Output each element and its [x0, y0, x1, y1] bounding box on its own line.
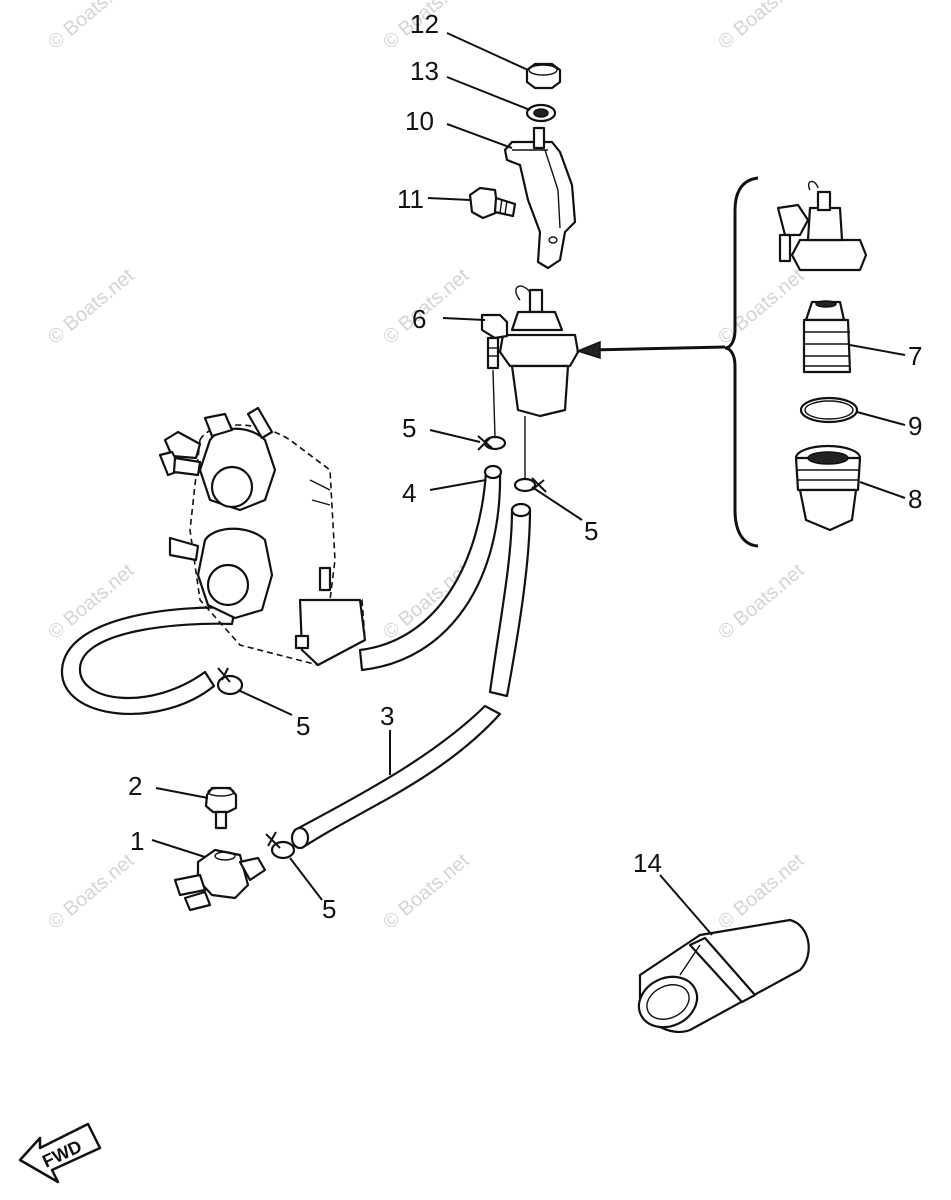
part-clip — [216, 667, 244, 696]
part-hose-joint — [290, 704, 502, 850]
callout-7: 7 — [908, 341, 922, 371]
callout-13: 13 — [410, 56, 439, 86]
watermarks: © Boats.net © Boats.net © Boats.net © Bo… — [44, 0, 809, 934]
callout-8: 8 — [908, 484, 922, 514]
callout-5a: 5 — [402, 413, 416, 443]
watermark: © Boats.net — [44, 264, 139, 348]
callout-6: 6 — [412, 304, 426, 334]
part-bolt — [468, 186, 517, 220]
callout-5c: 5 — [296, 711, 310, 741]
leader-lines — [151, 32, 906, 936]
inset-group — [575, 176, 759, 548]
callout-10: 10 — [405, 106, 434, 136]
part-fuel-filter — [480, 285, 580, 418]
callout-4: 4 — [402, 478, 416, 508]
part-hose-short — [488, 502, 532, 698]
part-carburetor — [158, 406, 367, 667]
part-filter-cup — [794, 444, 862, 532]
callout-5b: 5 — [584, 516, 598, 546]
watermark: © Boats.net — [714, 0, 809, 54]
callout-12: 12 — [410, 9, 439, 39]
part-filter-element — [802, 300, 852, 374]
callout-11: 11 — [397, 184, 424, 214]
part-small-bolt — [204, 786, 238, 830]
part-clip — [265, 831, 296, 860]
part-clip — [513, 477, 547, 493]
part-o-ring — [799, 396, 859, 424]
part-hose-long — [60, 464, 503, 715]
part-bracket — [503, 126, 577, 270]
part-clip — [477, 435, 507, 451]
part-nut — [525, 62, 562, 90]
callout-1: 1 — [130, 826, 144, 856]
part-filter-cap — [776, 180, 868, 272]
part-hose-sleeve — [637, 918, 810, 1033]
watermark: © Boats.net — [714, 559, 809, 643]
fwd-arrow-icon: FWD — [18, 1122, 102, 1184]
watermark: © Boats.net — [714, 264, 809, 348]
part-washer — [525, 103, 557, 123]
part-fuel-joint — [173, 848, 267, 912]
callout-3: 3 — [380, 701, 394, 731]
watermark: © Boats.net — [379, 849, 474, 933]
watermark: © Boats.net — [44, 0, 139, 54]
callout-9: 9 — [908, 411, 922, 441]
callout-2: 2 — [128, 771, 142, 801]
callouts: 12 13 10 11 6 5 4 5 5 3 2 1 5 7 9 8 14 — [128, 9, 922, 924]
alignment-lines — [492, 369, 526, 478]
watermark: © Boats.net — [44, 849, 139, 933]
callout-14: 14 — [633, 848, 662, 878]
callout-5d: 5 — [322, 894, 336, 924]
